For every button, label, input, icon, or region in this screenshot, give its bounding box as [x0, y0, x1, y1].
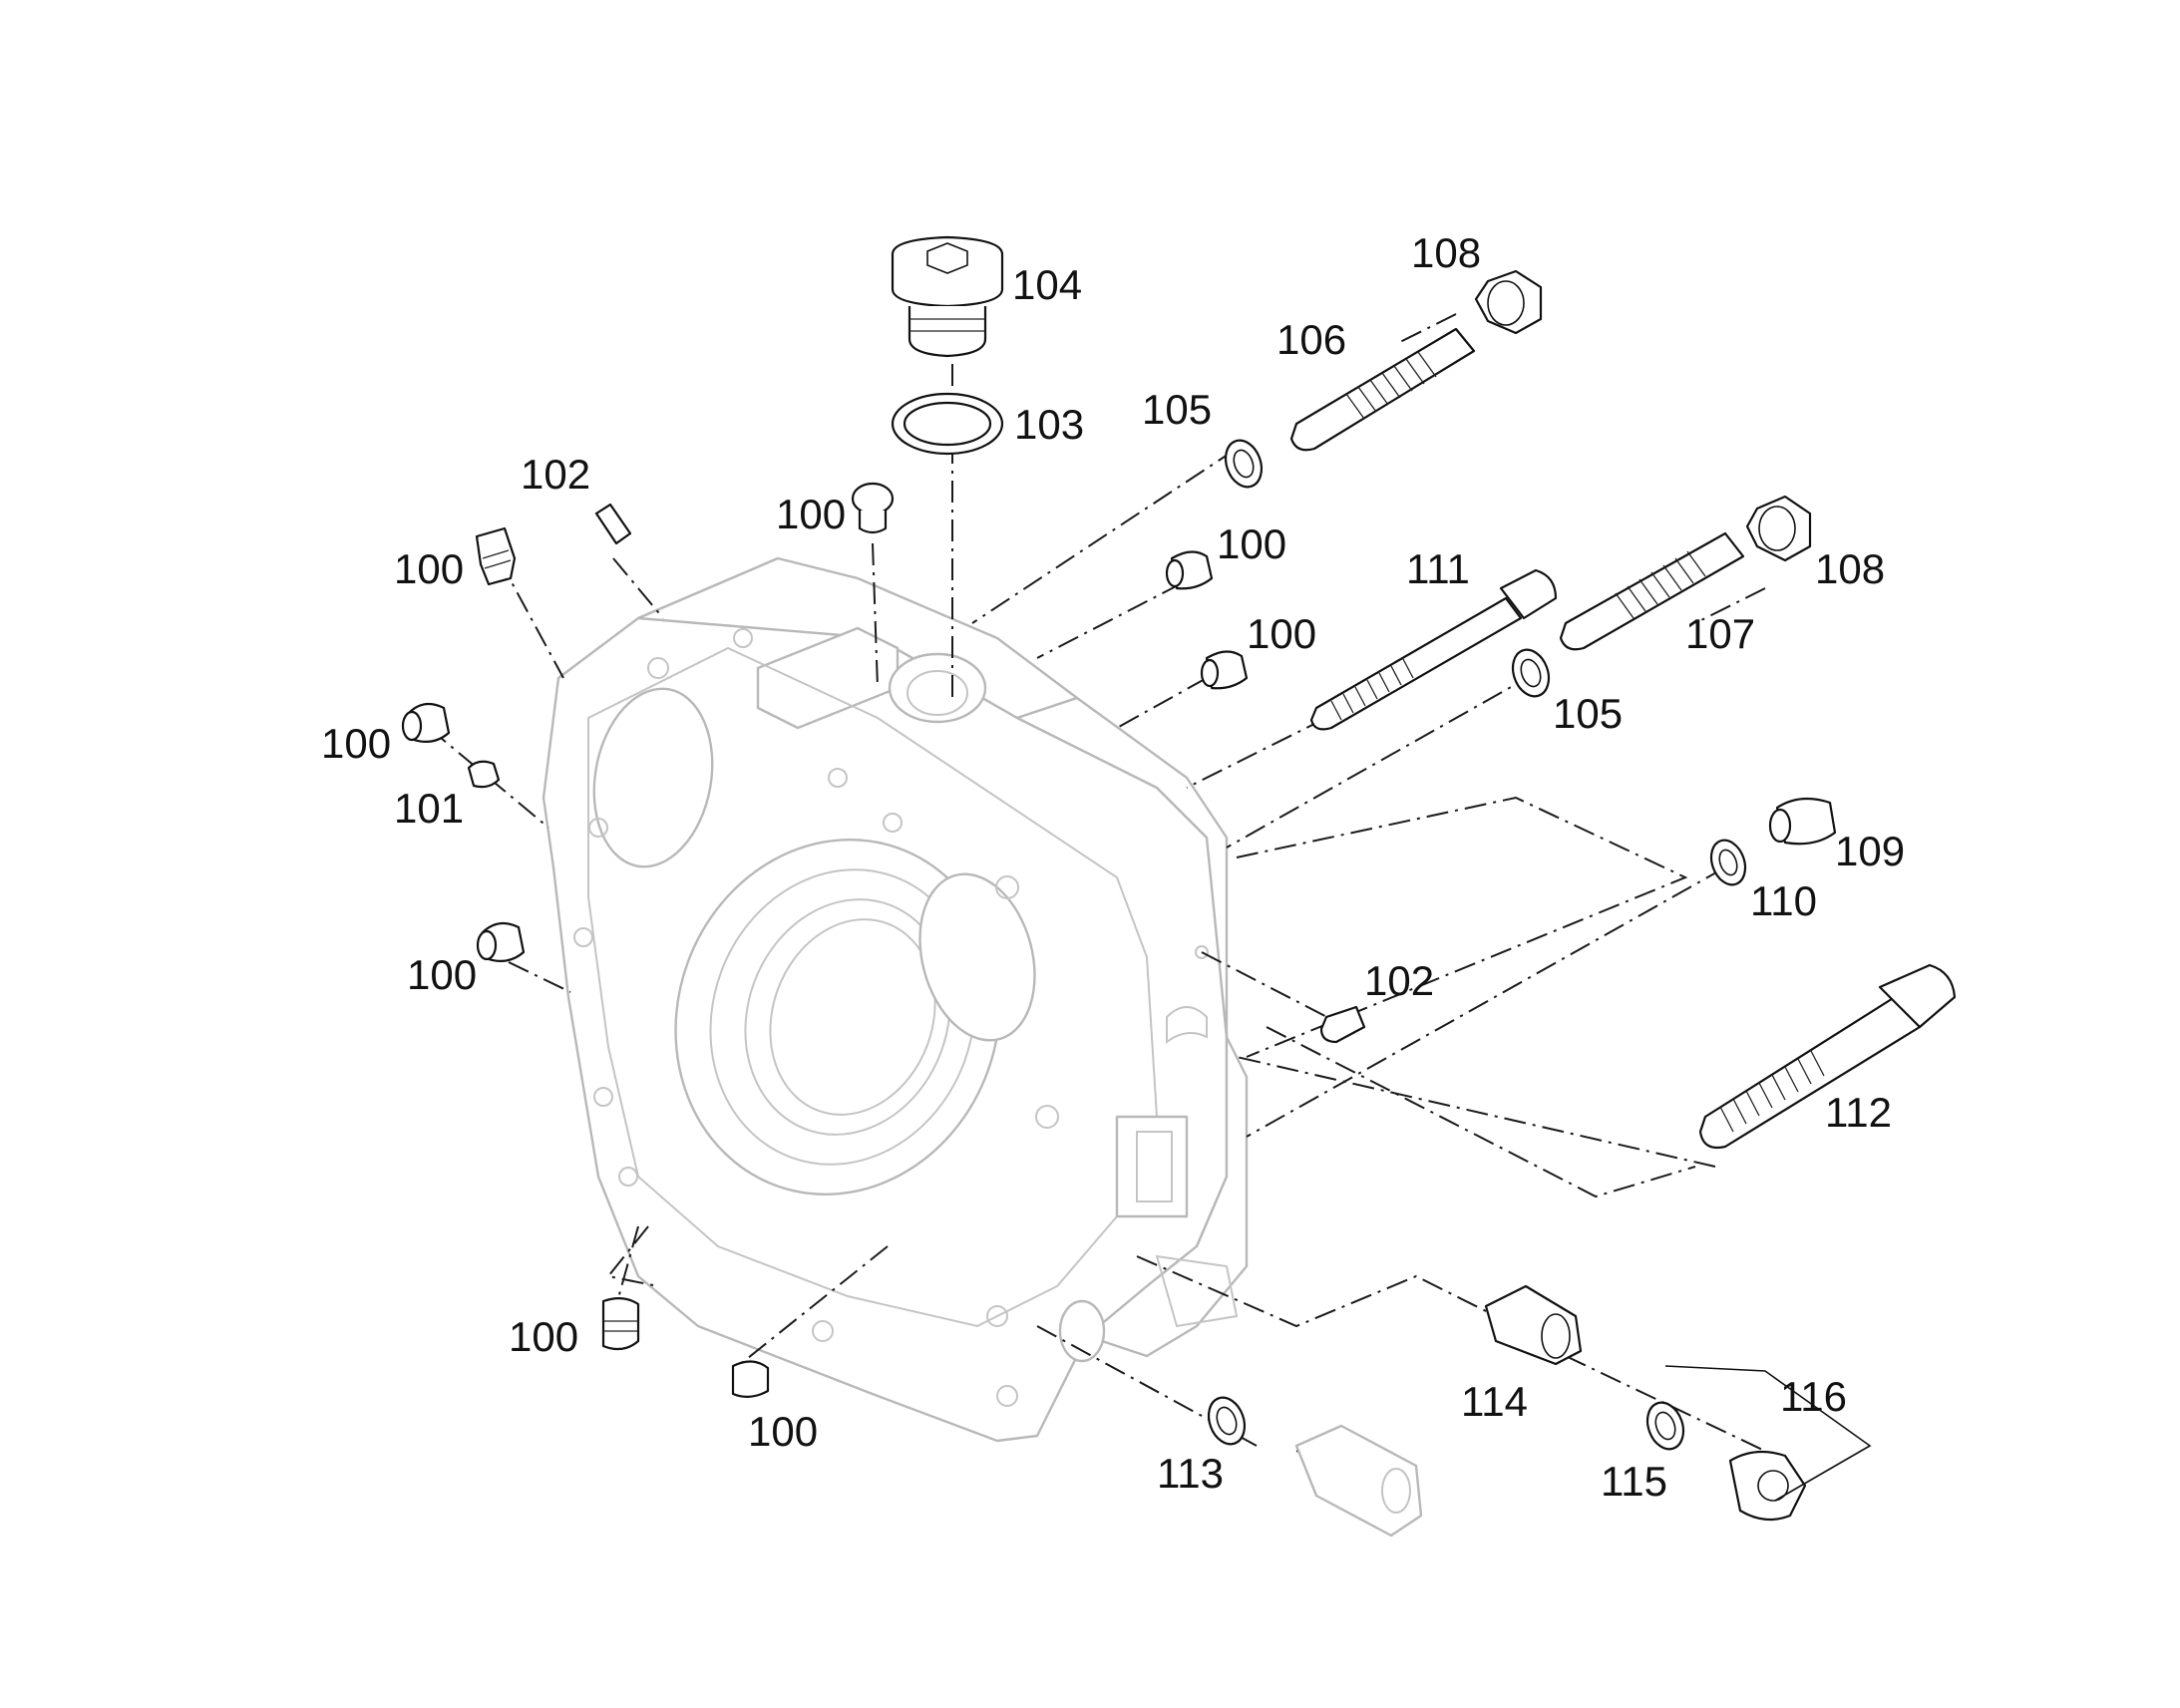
callout-100-c: 100 [1217, 520, 1286, 567]
pin-102-mid [1319, 1005, 1366, 1044]
plug-100-f [476, 921, 526, 962]
callout-110: 110 [1750, 877, 1817, 924]
plug-100-g [601, 1297, 640, 1351]
nut-108-top [1474, 269, 1543, 335]
stud-106 [1289, 327, 1476, 452]
callout-100-a: 100 [394, 545, 464, 592]
plug-100-e [401, 702, 451, 743]
washer-105-mid [1511, 648, 1551, 698]
plug-100-c [1165, 550, 1214, 590]
callout-108-mid: 108 [1815, 545, 1885, 592]
callout-100-e: 100 [321, 720, 391, 767]
callout-106: 106 [1276, 316, 1346, 363]
plug-100-d [1200, 650, 1249, 690]
plug-100-a [475, 526, 517, 586]
callout-100-g: 100 [509, 1313, 578, 1360]
callout-100-b: 100 [776, 491, 846, 537]
callout-105-mid: 105 [1553, 690, 1623, 737]
group-bracket-116 [1664, 1365, 1872, 1502]
bolt-112 [1698, 963, 1957, 1150]
callout-114: 114 [1461, 1378, 1528, 1425]
callout-111: 111 [1406, 545, 1470, 592]
nut-108-mid [1745, 495, 1812, 562]
plug-109 [1768, 797, 1837, 846]
callout-108-top: 108 [1411, 229, 1481, 276]
plug-104 [891, 235, 1004, 358]
callout-112: 112 [1825, 1089, 1892, 1136]
callout-115: 115 [1601, 1458, 1667, 1505]
ring-113 [1207, 1396, 1247, 1446]
plug-116 [1728, 1450, 1807, 1522]
callout-107: 107 [1685, 610, 1755, 657]
washer-110 [1709, 839, 1747, 886]
callout-113: 113 [1157, 1450, 1224, 1497]
callout-109: 109 [1835, 828, 1905, 874]
gearbox-housing [542, 556, 1249, 1443]
callout-labels: 104 103 108 106 105 102 100 100 100 100 … [321, 229, 1905, 1505]
cartridge-113 [1294, 1424, 1423, 1537]
callout-100-f: 100 [407, 951, 477, 998]
callout-104: 104 [1012, 261, 1082, 308]
plug-100-b [851, 482, 895, 534]
callout-105-top: 105 [1142, 386, 1212, 433]
callout-100-d: 100 [1247, 610, 1316, 657]
callout-102-top: 102 [521, 451, 590, 498]
plug-100-h [731, 1360, 770, 1398]
callout-102-mid: 102 [1364, 957, 1434, 1004]
valve-114 [1484, 1284, 1583, 1366]
callout-101: 101 [394, 785, 464, 832]
washer-105-top [1224, 439, 1264, 489]
callout-103: 103 [1014, 401, 1084, 448]
callout-116: 116 [1780, 1373, 1847, 1420]
callout-100-h: 100 [748, 1408, 818, 1455]
pin-102-top [594, 503, 632, 545]
plug-101 [467, 760, 501, 789]
bolt-111 [1309, 568, 1558, 731]
o-ring-103 [891, 392, 1004, 456]
washer-115 [1645, 1401, 1685, 1451]
stud-107 [1559, 531, 1745, 651]
